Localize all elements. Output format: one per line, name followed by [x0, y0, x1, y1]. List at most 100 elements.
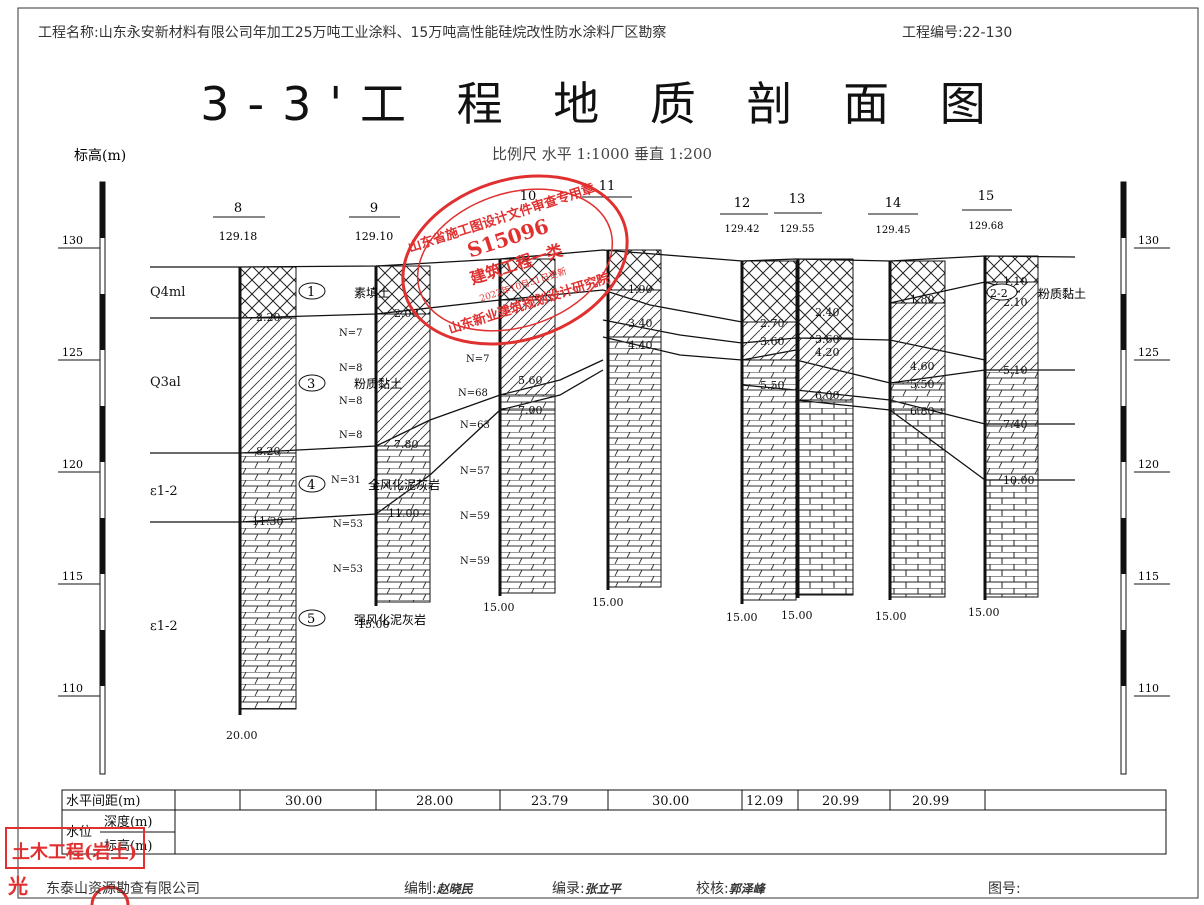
svg-text:全风化泥灰岩: 全风化泥灰岩	[368, 477, 440, 492]
elevation-tick-label: 130	[62, 234, 83, 247]
spt-values: N=7 N=8 N=8 N=8 N=31 N=53 N=53 N=7 N=68 …	[331, 328, 490, 575]
borehole-id: 9	[370, 201, 378, 216]
svg-text:3.60: 3.60	[815, 333, 840, 346]
svg-text:N=63: N=63	[460, 420, 490, 431]
svg-text:4: 4	[307, 478, 315, 493]
svg-text:2.70: 2.70	[760, 317, 785, 330]
borehole-14	[888, 260, 946, 600]
borehole-8	[238, 266, 297, 715]
svg-text:7.40: 7.40	[1003, 418, 1028, 431]
svg-text:3.40: 3.40	[628, 317, 653, 330]
editor-signature: 赵晓民	[436, 882, 473, 896]
stratum-codes: Q4ml Q3al ε1-2 ε1-2	[150, 285, 185, 634]
distance-value: 23.79	[531, 794, 568, 809]
project-number: 工程编号:22-130	[902, 25, 1013, 41]
age-code: Q3al	[150, 375, 181, 390]
stratum-markers: 1 素填土 3 粉质黏土 4 全风化泥灰岩 5 强风化泥灰岩 2-2 粉质黏土	[298, 282, 1086, 627]
svg-text:N=59: N=59	[460, 511, 490, 522]
recorder-field: 编录:张立平	[552, 881, 621, 897]
borehole-id: 8	[234, 201, 242, 216]
svg-text:粉质黏土: 粉质黏土	[1038, 287, 1086, 301]
water-depth-label: 深度(m)	[104, 814, 152, 830]
svg-text:N=8: N=8	[339, 363, 363, 374]
svg-text:10.00: 10.00	[1003, 474, 1035, 487]
svg-text:N=8: N=8	[339, 396, 363, 407]
borehole-elevation: 129.18	[219, 230, 258, 243]
svg-text:3.60: 3.60	[760, 335, 785, 348]
editor-field: 编制:赵晓民	[404, 881, 473, 897]
recorder-signature: 张立平	[584, 882, 621, 896]
borehole-10	[498, 258, 556, 596]
svg-text:5.50: 5.50	[760, 379, 785, 392]
borehole-elevation: 129.68	[969, 221, 1004, 232]
svg-text:N=7: N=7	[466, 354, 490, 365]
svg-text:5.50: 5.50	[910, 378, 935, 391]
svg-text:7.00: 7.00	[518, 404, 543, 417]
svg-text:5: 5	[307, 612, 315, 627]
svg-text:15.00: 15.00	[592, 596, 624, 609]
distance-value: 30.00	[285, 794, 322, 809]
svg-text:15.00: 15.00	[483, 601, 515, 614]
distance-value: 12.09	[746, 794, 783, 809]
svg-text:N=53: N=53	[333, 564, 363, 575]
svg-text:N=59: N=59	[460, 556, 490, 567]
elevation-tick-label: 115	[1138, 570, 1159, 583]
svg-text:N=53: N=53	[333, 519, 363, 530]
svg-text:N=7: N=7	[339, 328, 363, 339]
elevation-scale-left: 标高(m)	[74, 147, 126, 775]
borehole-id: 14	[885, 196, 902, 211]
borehole-13	[796, 258, 854, 598]
age-code: ε1-2	[150, 619, 178, 634]
distance-value: 20.99	[912, 794, 949, 809]
elevation-tick-label: 110	[62, 682, 83, 695]
svg-text:粉质黏土: 粉质黏土	[354, 377, 402, 391]
distance-table	[61, 789, 1167, 855]
borehole-id: 10	[520, 189, 537, 204]
age-code: Q4ml	[150, 285, 185, 300]
svg-text:6.80: 6.80	[910, 405, 935, 418]
svg-text:2.20: 2.20	[256, 311, 281, 324]
borehole-id: 11	[599, 179, 616, 194]
svg-text:11.30: 11.30	[252, 515, 284, 528]
distance-value: 30.00	[652, 794, 689, 809]
svg-text:强风化泥灰岩: 强风化泥灰岩	[354, 612, 426, 627]
svg-text:素填土: 素填土	[354, 286, 390, 300]
elevation-tick-label: 120	[62, 458, 83, 471]
borehole-elevation: 129.10	[355, 230, 394, 243]
svg-text:光: 光	[7, 874, 28, 898]
borehole-elevation: 129.45	[876, 225, 911, 236]
svg-text:2.40: 2.40	[815, 306, 840, 319]
elevation-tick-label: 110	[1138, 682, 1159, 695]
borehole-15	[983, 255, 1039, 600]
elevation-tick-label: 130	[1138, 234, 1159, 247]
borehole-id: 12	[734, 196, 751, 211]
checker-signature: 郭泽峰	[728, 882, 765, 896]
age-code: ε1-2	[150, 484, 178, 499]
elevation-tick-label: 120	[1138, 458, 1159, 471]
engineer-stamp: 土木工程(岩土) 光	[5, 827, 145, 905]
svg-text:N=8: N=8	[339, 430, 363, 441]
drawing-scale: 比例尺 水平 1:1000 垂直 1:200	[491, 145, 713, 163]
svg-text:1.80: 1.80	[910, 293, 935, 306]
svg-text:15.00: 15.00	[875, 610, 907, 623]
drawing-title: 3-3'工 程 地 质 剖 面 图	[200, 77, 1004, 131]
borehole-9	[374, 265, 431, 606]
company-name: 东泰山资源勘查有限公司	[46, 881, 200, 897]
drawing-number: 图号:	[988, 881, 1021, 897]
svg-text:15.00: 15.00	[968, 606, 1000, 619]
water-elev-label: 标高(m)	[104, 838, 152, 854]
axis-unit-label: 标高(m)	[74, 147, 126, 164]
borehole-id: 15	[978, 189, 995, 204]
borehole-11	[606, 249, 662, 590]
borehole-headers: 8 129.18 9 129.10 10 11 12 129.42 13 129…	[213, 179, 1012, 243]
svg-text:7.80: 7.80	[394, 438, 419, 451]
elevation-tick-label: 115	[62, 570, 83, 583]
svg-text:N=68: N=68	[458, 388, 488, 399]
svg-text:15.00: 15.00	[726, 611, 758, 624]
elevation-tick-label: 125	[1138, 346, 1159, 359]
svg-text:20.00: 20.00	[226, 729, 258, 742]
svg-text:6.00: 6.00	[815, 389, 840, 402]
distance-row-label: 水平间距(m)	[66, 794, 140, 809]
